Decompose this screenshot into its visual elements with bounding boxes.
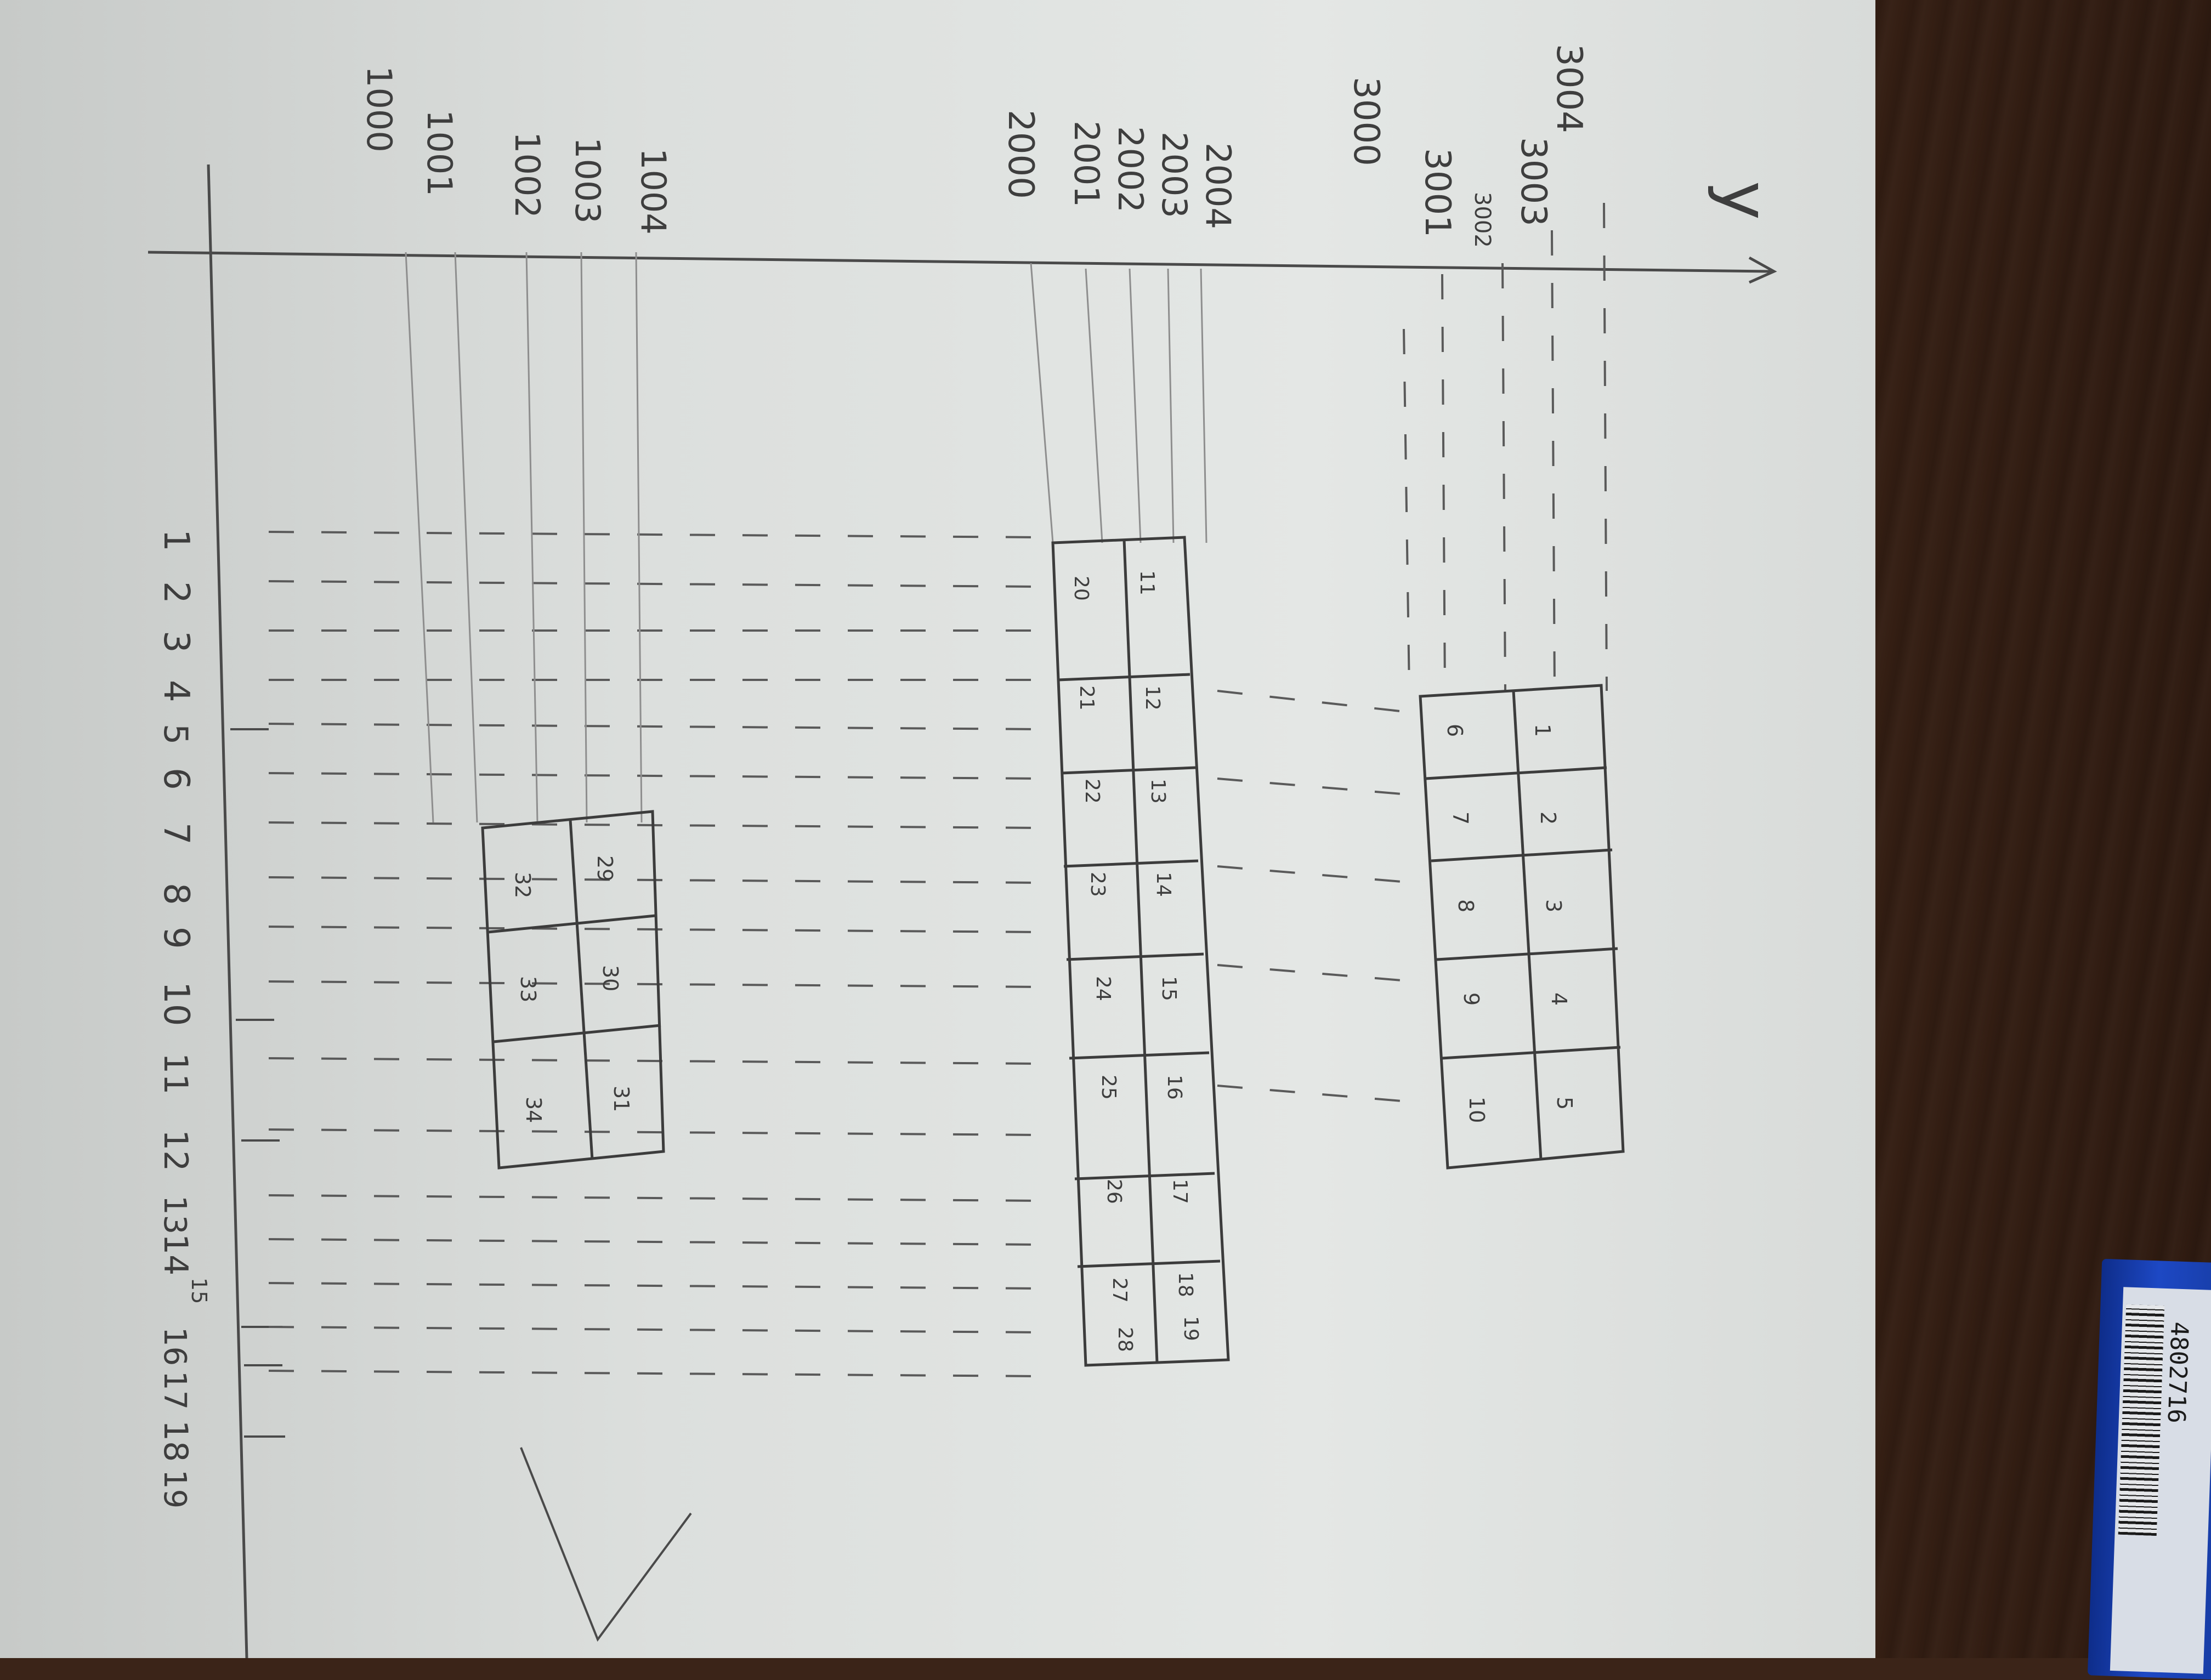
y-label: 1003 (568, 137, 608, 224)
y-label: 3004 (1549, 44, 1589, 133)
grid-cell-label: 25 (1097, 1075, 1120, 1100)
grid-1000 (481, 810, 665, 1170)
grid-cell-label: 23 (1086, 872, 1109, 897)
dashed-guides-3000 (1403, 202, 1608, 691)
grid-cell-label: 19 (1180, 1316, 1202, 1341)
grid-1000-cells: 29 30 31 32 33 34 (511, 855, 633, 1123)
y-labels-2000: 2004 2003 2002 2001 2000 (1000, 110, 1238, 229)
x-tick-label: 1 (156, 529, 196, 552)
grid-2000 (1051, 536, 1230, 1367)
grid-cell-label: 18 (1174, 1272, 1197, 1297)
grid-cell-label: 8 (1454, 899, 1478, 912)
grid-cell-label: 27 (1108, 1278, 1131, 1303)
y-label: 1000 (359, 66, 399, 152)
x-tick-label: 4 (156, 680, 196, 702)
grid-cell-label: 26 (1103, 1179, 1125, 1204)
grid-cell-label: 10 (1465, 1097, 1489, 1123)
x-axis-line (207, 164, 248, 1658)
x-tick-label: 17 (157, 1371, 192, 1410)
faint-vertical-guides (405, 252, 1207, 823)
x-tick-marks (230, 728, 285, 1438)
y-label: 3003 (1513, 137, 1554, 226)
grid-cell-label: 20 (1070, 576, 1092, 601)
grid-cell-label: 11 (1136, 570, 1158, 595)
y-label: 2004 (1198, 143, 1238, 229)
pencil-barcode-text: 4802716 (2162, 1321, 2193, 1424)
y-axis-label: y (1706, 181, 1782, 220)
x-tick-label: 7 (156, 822, 196, 845)
x-tick-label: 19 (157, 1469, 192, 1508)
grid-cell-label: 7 (1448, 811, 1472, 825)
x-tick-label: 10 (156, 981, 196, 1026)
grid-cell-label: 34 (521, 1097, 546, 1123)
x-tick-label: 8 (156, 883, 196, 905)
y-label: 3002 (1470, 192, 1495, 248)
y-label: 1004 (633, 148, 673, 235)
grid-cell-label: 17 (1169, 1179, 1191, 1204)
grid-cell-label: 31 (609, 1086, 633, 1112)
grid-cell-label: 16 (1163, 1075, 1186, 1100)
grid-cell-label: 13 (1147, 779, 1169, 804)
y-label: 1001 (419, 110, 460, 196)
grid-cell-label: 2 (1536, 811, 1560, 825)
y-label: 2001 (1067, 121, 1107, 207)
grid-2000-cells: 11 12 13 14 15 16 17 18 19 20 21 22 23 2… (1070, 570, 1202, 1352)
grid-3000-cells: 1 2 3 4 5 6 7 8 9 10 (1443, 724, 1577, 1123)
grid-cell-label: 12 (1141, 685, 1164, 711)
x-tick-label: 13 (157, 1195, 192, 1234)
grid-cell-label: 15 (1158, 976, 1180, 1001)
checkmark-scribble-icon (520, 1447, 692, 1642)
dashed-horizontal-guides (268, 531, 1415, 1377)
grid-cell-label: 5 (1552, 1097, 1577, 1110)
y-labels-3000: 3004 3003 3002 3001 3000 (1346, 44, 1589, 248)
grid-cell-label: 1 (1530, 724, 1555, 737)
grid-cell-label: 29 (593, 855, 617, 882)
grid-3000 (1419, 684, 1625, 1170)
y-labels-1000: 1004 1003 1002 1001 1000 (359, 66, 673, 235)
grid-cell-label: 22 (1081, 779, 1103, 804)
grid-cell-label: 3 (1541, 899, 1566, 912)
x-tick-label: 2 (156, 581, 196, 604)
grid-cell-label: 21 (1075, 685, 1098, 711)
grid-cell-label: 28 (1114, 1327, 1136, 1352)
x-tick-label: 5 (156, 724, 195, 745)
x-tick-label: 14 (156, 1234, 195, 1275)
x-tick-labels: 1 2 3 4 5 6 7 8 9 10 11 12 13 14 15 16 1… (156, 529, 211, 1508)
grid-cell-label: 14 (1152, 872, 1175, 897)
x-tick-label: 16 (157, 1327, 192, 1366)
grid-cell-label: 24 (1092, 976, 1114, 1001)
paper-sheet (0, 0, 1875, 1658)
x-tick-label: 12 (156, 1130, 195, 1171)
grid-cell-label: 32 (511, 872, 535, 898)
y-axis-arrow-icon (1748, 256, 1777, 284)
y-label: 3000 (1346, 77, 1386, 166)
x-tick-label: 3 (156, 631, 196, 653)
x-tick-label: 11 (156, 1053, 195, 1094)
y-label: 3001 (1417, 148, 1458, 237)
y-label: 1002 (507, 132, 547, 218)
x-tick-label: 15 (187, 1278, 211, 1304)
grid-cell-label: 33 (516, 976, 540, 1002)
grid-cell-label: 6 (1443, 724, 1467, 737)
x-tick-label: 18 (156, 1420, 195, 1462)
grid-cell-label: 9 (1459, 992, 1483, 1006)
grid-cell-label: 4 (1547, 992, 1571, 1006)
y-label: 2002 (1110, 126, 1150, 213)
y-label: 2000 (1000, 110, 1041, 199)
y-label: 2003 (1154, 132, 1194, 218)
x-tick-label: 9 (156, 927, 196, 949)
x-tick-label: 6 (156, 768, 196, 790)
y-axis-line (148, 251, 1772, 273)
grid-cell-label: 30 (598, 965, 622, 991)
